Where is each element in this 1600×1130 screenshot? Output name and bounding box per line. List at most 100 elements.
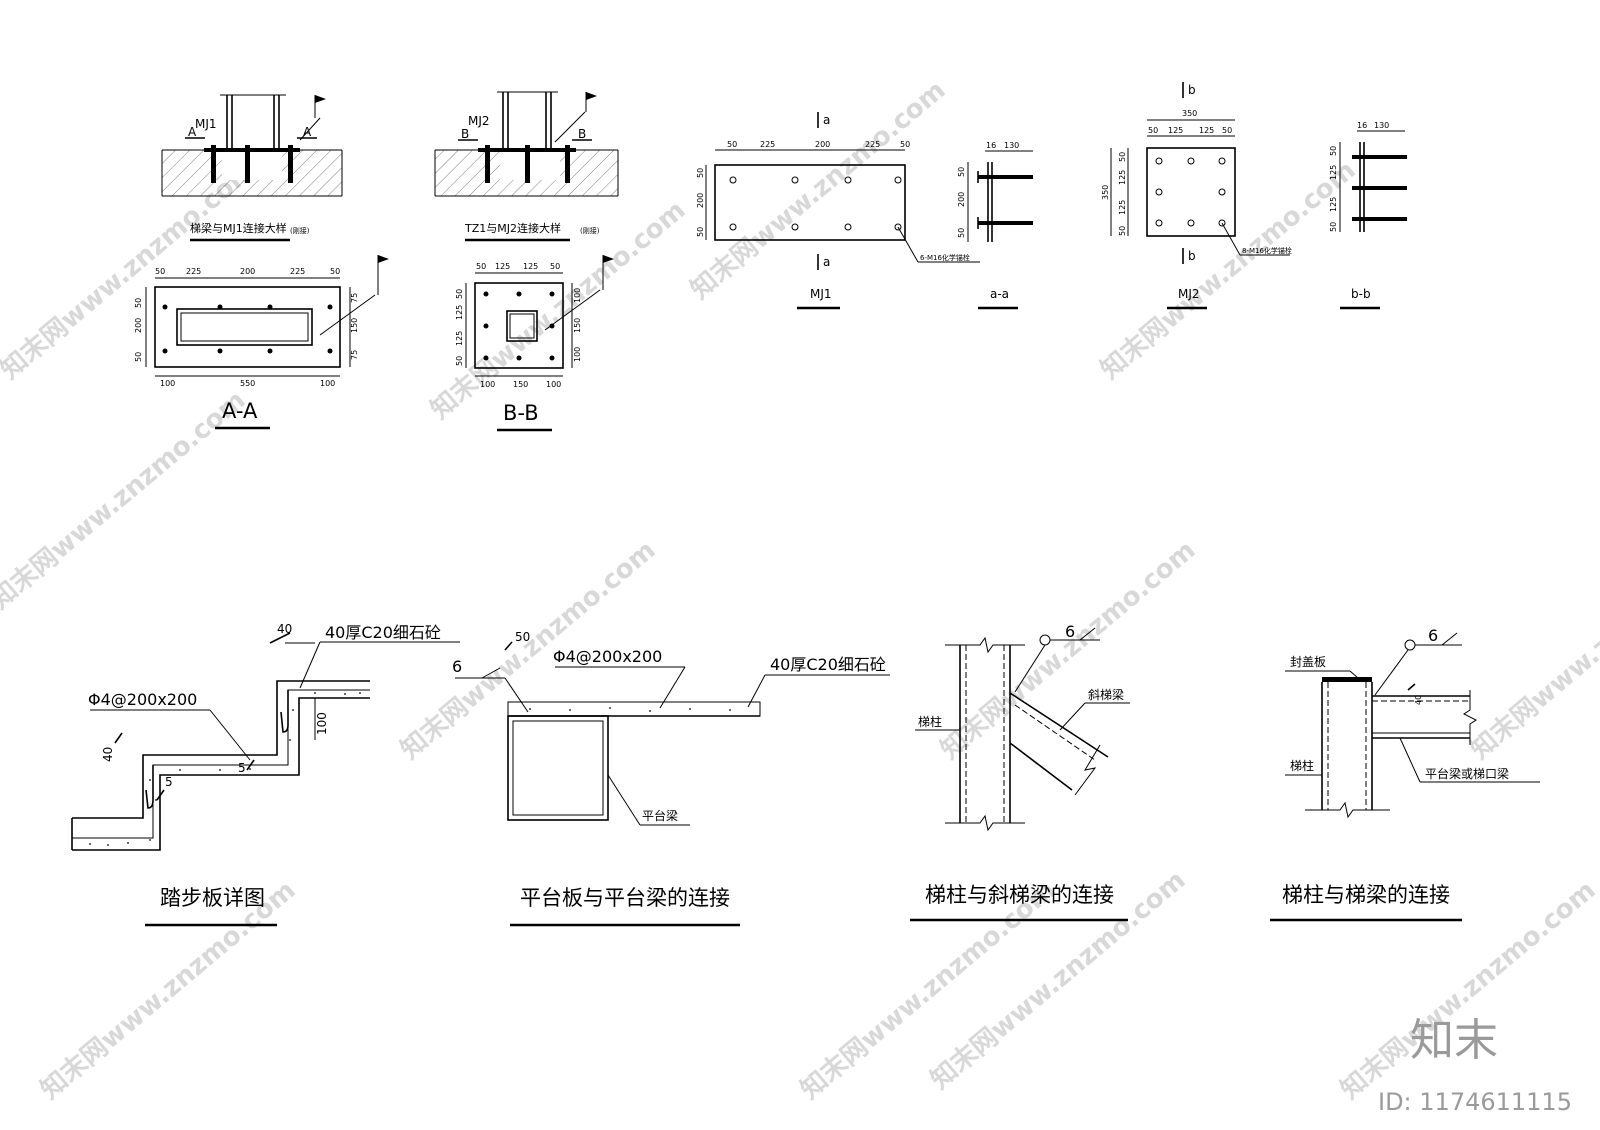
- dim-label: 200: [240, 267, 255, 276]
- weld-symbol-icon: [1039, 634, 1051, 646]
- detail-stair-step: 40 40厚C20细石砼 Φ4@200x200 40 100 5 5 踏步板详图: [71, 622, 460, 927]
- annotation-rebar: Φ4@200x200: [88, 690, 197, 709]
- dim-label: 225: [290, 267, 305, 276]
- section-title: b-b: [1351, 287, 1371, 301]
- anchor-bolts: [211, 145, 293, 183]
- dim-label: 150: [513, 380, 528, 389]
- weld-size: 6: [1065, 622, 1075, 641]
- dim-label: 50: [1118, 226, 1127, 236]
- weld-symbol-icon: [1404, 639, 1416, 651]
- dim-label: 130: [1004, 141, 1019, 150]
- dim-label: 75: [350, 293, 359, 303]
- dim-label: 125: [1118, 200, 1127, 215]
- detail-note: (刚接): [580, 226, 600, 235]
- bolt-holes: [729, 176, 902, 231]
- section-a: 16 130 50 200 50 a-a: [957, 141, 1033, 310]
- dim-label: 40: [1414, 695, 1423, 705]
- section-title: a-a: [990, 287, 1009, 301]
- annotation-beam: 平台梁或梯口梁: [1425, 766, 1509, 781]
- dim-label: 150: [573, 318, 582, 333]
- concrete-fill: [529, 707, 731, 712]
- detail-title: 梯柱与斜梯梁的连接: [925, 883, 1114, 907]
- brand-mark: 知末 ID: 1174611115: [1378, 1015, 1572, 1116]
- dim-label: 200: [134, 318, 143, 333]
- cut-mark: b: [1188, 83, 1196, 97]
- cut-mark: b: [1188, 249, 1196, 263]
- detail-note: (刚接): [290, 226, 310, 235]
- section-b: 16 130 50 125 125 50 b-b: [1329, 121, 1407, 310]
- dim-label: 50: [1118, 152, 1127, 162]
- bolt-holes: [162, 304, 333, 354]
- dim-label: 100: [573, 347, 582, 362]
- plate-mj1: 50 225 200 225 50 50 200 50 a a 6-M16化学锚…: [696, 112, 980, 310]
- detail-column-beam: 6 40 封盖板 梯柱 平台梁或梯口梁 梯柱与梯梁的连接: [1270, 626, 1540, 922]
- plate-mj2: 350 50 125 125 50 350 50 125 125 50 b b …: [1101, 82, 1292, 310]
- cut-label: A: [188, 125, 197, 139]
- dim-label: 125: [1329, 197, 1338, 212]
- annotation-beam: 平台梁: [642, 808, 678, 823]
- concrete-fill: [89, 692, 361, 846]
- dim-label: 50: [455, 289, 464, 299]
- dim-label: 125: [1168, 126, 1183, 135]
- dim-label: 50: [900, 140, 910, 149]
- dim-label: 50: [957, 228, 966, 238]
- detail-platform: 6 50 Φ4@200x200 40厚C20细石砼 平台梁 平台板与平台梁的连接: [452, 630, 890, 927]
- weld-flag-icon: [603, 255, 614, 263]
- plate-label: MJ2: [468, 114, 490, 128]
- detail-title: 平台板与平台梁的连接: [520, 886, 730, 910]
- dim-label: 50: [1329, 146, 1338, 156]
- watermark-text: 知末网www.znzmo.com: [685, 75, 951, 305]
- cut-label: B: [461, 127, 469, 141]
- plate-title: MJ1: [810, 287, 832, 301]
- dim-label: 225: [865, 140, 880, 149]
- dim-label: 50: [1222, 126, 1232, 135]
- bolt-holes: [1155, 157, 1226, 227]
- dim-label: 125: [1329, 165, 1338, 180]
- detail-column-slant: 6 梯柱 斜梯梁 梯柱与斜梯梁的连接: [910, 622, 1130, 922]
- dim-label: 225: [760, 140, 775, 149]
- brand-id: ID: 1174611115: [1378, 1088, 1572, 1116]
- watermark-text: 知末网www.znzmo.com: [0, 385, 251, 615]
- weld-flag-icon: [586, 92, 597, 100]
- detail-title: TZ1与MJ2连接大样: [464, 221, 561, 235]
- dim-label: 125: [523, 262, 538, 271]
- dim-label: 5: [165, 775, 173, 789]
- weld-size: 6: [452, 657, 462, 676]
- annotation-rebar: Φ4@200x200: [553, 647, 662, 666]
- detail-title: 踏步板详图: [160, 886, 265, 910]
- dim-label: 50: [134, 352, 143, 362]
- dim-label: 50: [727, 140, 737, 149]
- dim-label: 50: [515, 630, 530, 644]
- weld-flag-icon: [315, 95, 326, 103]
- dim-label: 350: [1101, 185, 1110, 200]
- dim-label: 100: [546, 380, 561, 389]
- dim-label: 40: [277, 622, 292, 636]
- dim-label: 50: [957, 167, 966, 177]
- annotation-beam: 斜梯梁: [1088, 687, 1124, 702]
- dim-label: 125: [455, 331, 464, 346]
- cut-mark: a: [823, 113, 830, 127]
- dim-label: 125: [1199, 126, 1214, 135]
- dim-label: 5: [238, 761, 246, 775]
- bolt-note: 8-M16化学锚栓: [1242, 246, 1292, 255]
- detail-mj1: A A MJ1 梯梁与MJ1连接大样 (刚接): [161, 94, 343, 242]
- cut-label: B: [578, 127, 586, 141]
- section-bb: 50 125 125 50 100 150 100 50 125 125 50 …: [455, 255, 614, 432]
- section-title: B-B: [503, 401, 539, 425]
- plate-title: MJ2: [1178, 287, 1200, 301]
- dim-label: 50: [1329, 222, 1338, 232]
- dim-label: 50: [550, 262, 560, 271]
- dim-label: 50: [696, 227, 705, 237]
- weld-size: 6: [1428, 626, 1438, 645]
- detail-title: 梯梁与MJ1连接大样: [190, 221, 287, 235]
- dim-label: 550: [240, 379, 255, 388]
- dim-label: 350: [1182, 109, 1197, 118]
- dim-label: 16: [986, 141, 996, 150]
- dim-label: 100: [573, 288, 582, 303]
- watermark-text: 知末网www.znzmo.com: [1335, 875, 1600, 1105]
- bolt-note: 6-M16化学锚栓: [920, 253, 970, 262]
- dim-label: 150: [350, 318, 359, 333]
- dim-label: 100: [315, 712, 329, 735]
- dim-label: 16: [1357, 121, 1367, 130]
